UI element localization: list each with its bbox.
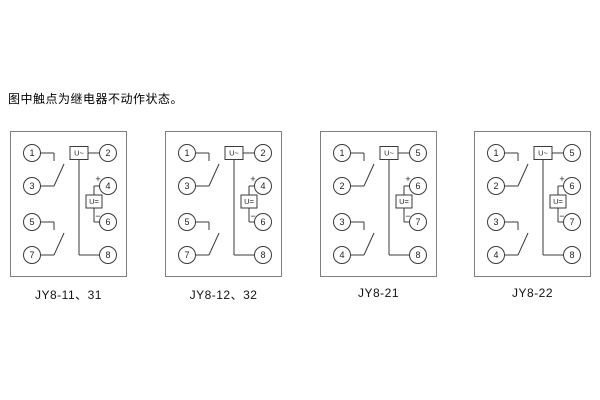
minus-sign: − xyxy=(250,211,255,221)
relay-diagram-3: 1 2 3 4 5 6 7 8 U~ U= + − JY8-21 xyxy=(320,131,437,300)
terminal-number: 3 xyxy=(339,217,344,227)
dc-voltage-label: U= xyxy=(399,197,409,206)
dc-voltage-label: U= xyxy=(89,197,99,206)
terminal-number: 5 xyxy=(569,148,574,158)
terminal-number: 7 xyxy=(29,250,34,260)
terminal-number: 1 xyxy=(29,148,34,158)
terminal-number: 6 xyxy=(105,217,110,227)
terminal-number: 4 xyxy=(105,181,110,191)
terminal-number: 5 xyxy=(29,217,34,227)
minus-sign: − xyxy=(95,211,100,221)
terminal-number: 1 xyxy=(339,148,344,158)
terminal-number: 5 xyxy=(415,148,420,158)
relay-diagram-1: 1 3 5 7 2 4 6 8 U~ U= + − JY8-11、31 xyxy=(10,131,127,303)
plus-sign: + xyxy=(405,174,410,184)
relay-schematic: 1 2 3 4 5 6 7 8 U~ U= + − xyxy=(474,131,591,277)
figure-note: 图中触点为继电器不动作状态。 xyxy=(8,92,184,106)
diagram-caption: JY8-11、31 xyxy=(35,288,102,302)
diagram-caption: JY8-22 xyxy=(511,286,554,300)
ac-voltage-label: U~ xyxy=(229,149,239,158)
terminal-number: 7 xyxy=(415,217,420,227)
terminal-number: 1 xyxy=(493,148,498,158)
relay-schematic: 1 3 5 7 2 4 6 8 U~ U= + − xyxy=(10,131,127,277)
plus-sign: + xyxy=(95,174,100,184)
ac-voltage-label: U~ xyxy=(74,149,84,158)
terminal-number: 3 xyxy=(184,181,189,191)
plus-sign: + xyxy=(559,174,564,184)
terminal-number: 8 xyxy=(415,250,420,260)
ac-voltage-label: U~ xyxy=(538,149,548,158)
relay-diagram-4: 1 2 3 4 5 6 7 8 U~ U= + − JY8-22 xyxy=(474,131,591,300)
terminal-number: 3 xyxy=(493,217,498,227)
minus-sign: − xyxy=(559,211,564,221)
terminal-number: 6 xyxy=(260,217,265,227)
relay-diagram-2: 1 3 5 7 2 4 6 8 U~ U= + − JY8-12、32 xyxy=(165,131,282,303)
terminal-number: 8 xyxy=(260,250,265,260)
terminal-number: 4 xyxy=(339,250,344,260)
terminal-number: 8 xyxy=(569,250,574,260)
terminal-number: 6 xyxy=(569,181,574,191)
terminal-number: 1 xyxy=(184,148,189,158)
terminal-number: 7 xyxy=(184,250,189,260)
diagram-caption: JY8-21 xyxy=(357,286,400,300)
terminal-number: 2 xyxy=(339,181,344,191)
relay-schematic: 1 3 5 7 2 4 6 8 U~ U= + − xyxy=(165,131,282,277)
dc-voltage-label: U= xyxy=(553,197,563,206)
terminal-number: 7 xyxy=(569,217,574,227)
relay-schematic: 1 2 3 4 5 6 7 8 U~ U= + − xyxy=(320,131,437,277)
dc-voltage-label: U= xyxy=(244,197,254,206)
plus-sign: + xyxy=(250,174,255,184)
terminal-number: 4 xyxy=(493,250,498,260)
terminal-number: 6 xyxy=(415,181,420,191)
minus-sign: − xyxy=(405,211,410,221)
terminal-number: 8 xyxy=(105,250,110,260)
terminal-number: 2 xyxy=(105,148,110,158)
terminal-number: 3 xyxy=(29,181,34,191)
terminal-number: 2 xyxy=(260,148,265,158)
terminal-number: 2 xyxy=(493,181,498,191)
ac-voltage-label: U~ xyxy=(384,149,394,158)
terminal-number: 4 xyxy=(260,181,265,191)
diagram-caption: JY8-12、32 xyxy=(189,288,258,302)
terminal-number: 5 xyxy=(184,217,189,227)
